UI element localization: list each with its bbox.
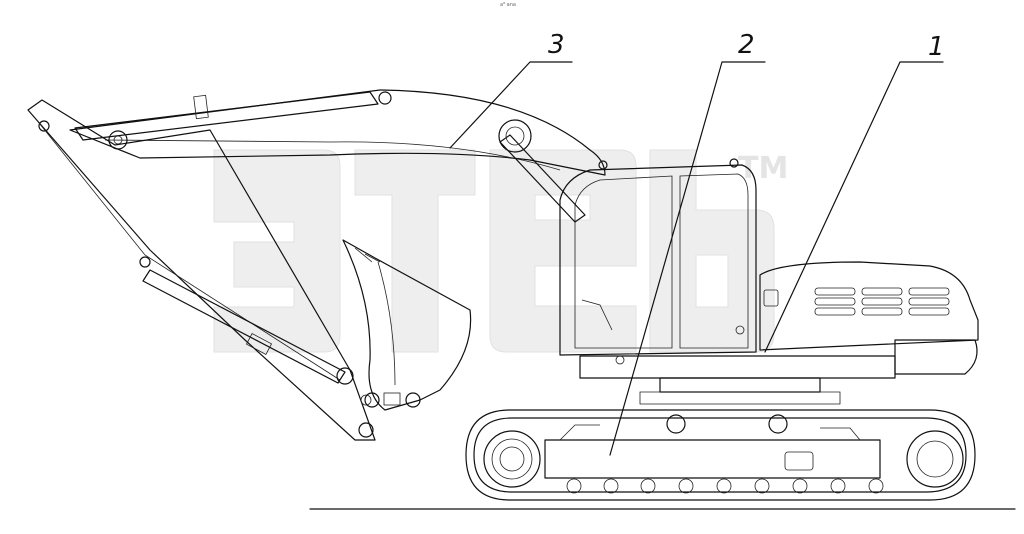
header-tiny-text: a⁸ ana bbox=[500, 2, 516, 8]
callout-label-2: 2 bbox=[738, 30, 755, 60]
operator-cab bbox=[559, 158, 757, 365]
callout-label-1: 1 bbox=[928, 32, 945, 62]
counterweight bbox=[894, 339, 978, 375]
boom bbox=[69, 89, 606, 223]
boom-pivot bbox=[498, 119, 532, 153]
watermark-tm: TM bbox=[738, 151, 788, 186]
bucket bbox=[342, 239, 472, 411]
arm-cylinder bbox=[74, 91, 379, 141]
engine-hood bbox=[759, 261, 979, 351]
bucket-cylinder bbox=[142, 269, 346, 384]
hood-vents bbox=[814, 287, 950, 316]
sprocket-wheel bbox=[906, 430, 964, 488]
watermark-logo: TM bbox=[213, 149, 788, 353]
callout-label-3: 3 bbox=[548, 30, 565, 60]
leader-lines bbox=[449, 61, 944, 456]
carrier-roller bbox=[666, 414, 686, 434]
carrier-roller bbox=[768, 414, 788, 434]
upper-structure bbox=[579, 261, 979, 379]
boom-cylinder bbox=[499, 134, 586, 223]
swing-bearing bbox=[659, 377, 821, 393]
idler-wheel bbox=[483, 430, 541, 488]
arm bbox=[27, 99, 376, 441]
undercarriage bbox=[465, 409, 976, 501]
